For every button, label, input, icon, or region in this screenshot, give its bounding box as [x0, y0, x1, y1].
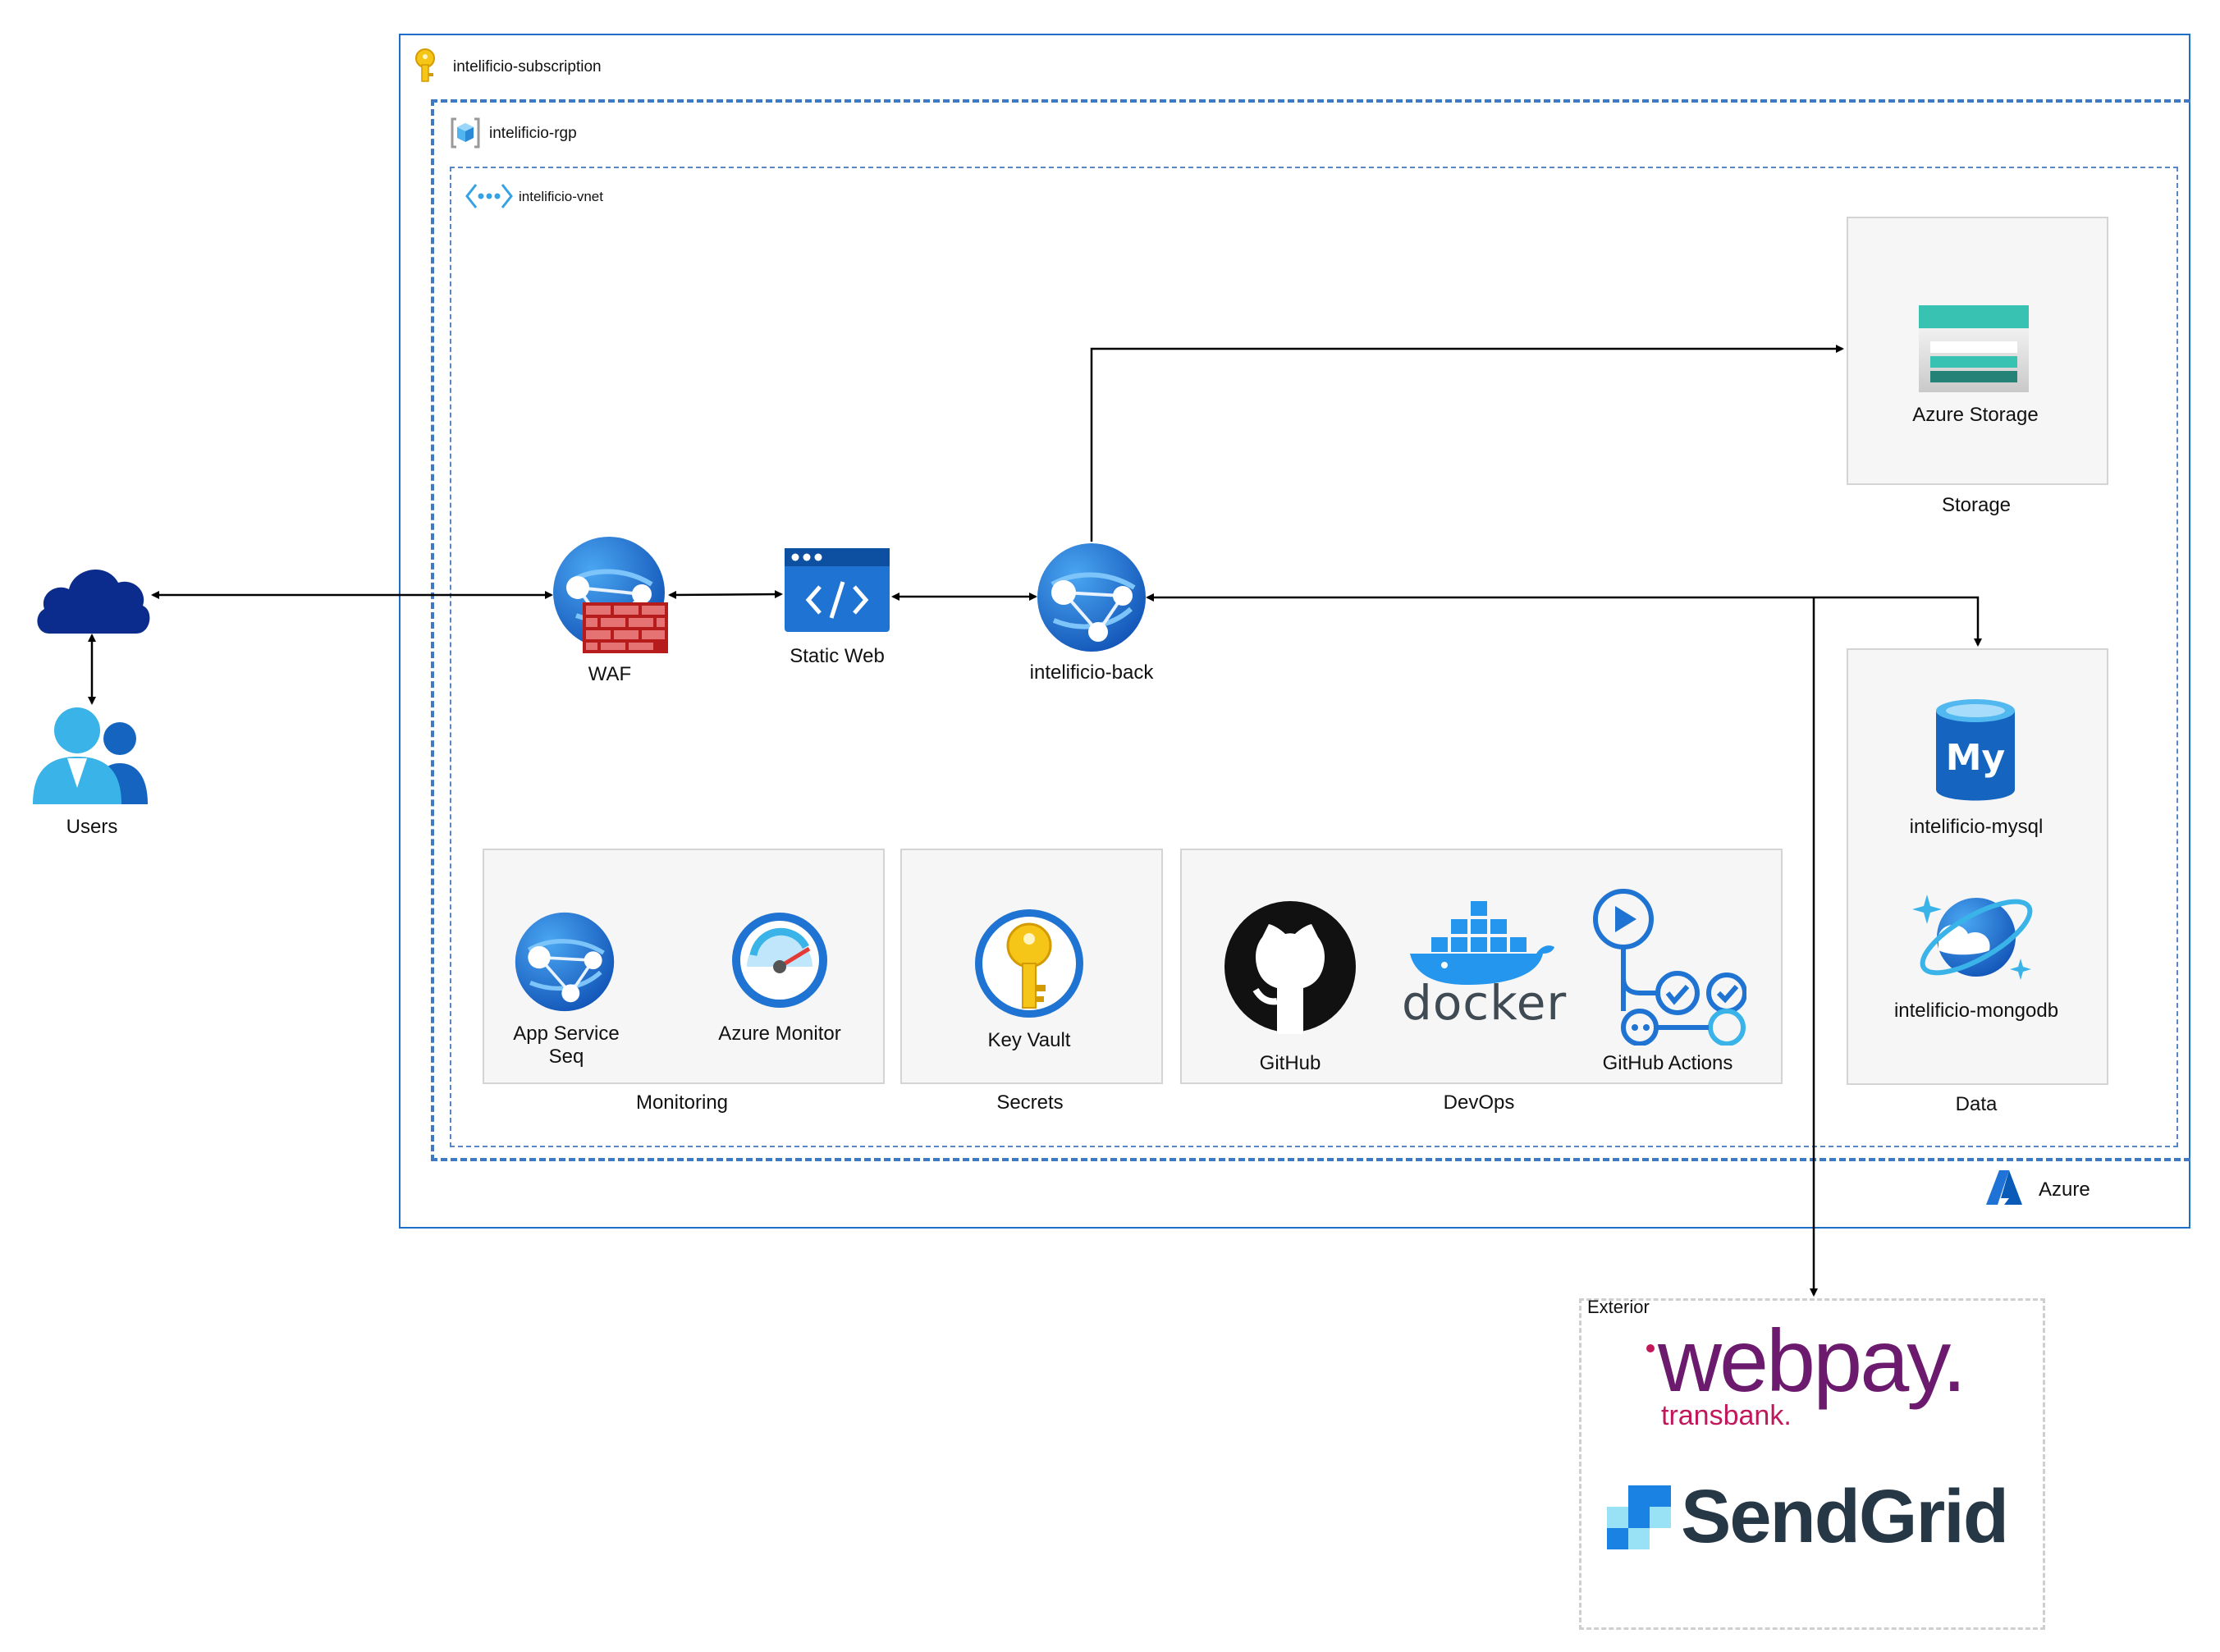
azure-monitor-icon	[732, 913, 827, 1008]
users-label: Users	[66, 816, 118, 838]
sendgrid-logo: SendGrid	[1681, 1475, 2009, 1558]
storage-group-label: Storage	[1941, 494, 2012, 516]
github-actions-label: GitHub Actions	[1602, 1052, 1733, 1074]
monitoring-group-label: Monitoring	[635, 1091, 729, 1114]
app-service-seq-label-line1: App Service	[513, 1023, 620, 1045]
backend-label: intelificio-back	[1029, 661, 1154, 684]
vnet-icon	[465, 184, 513, 208]
secrets-group-label: Secrets	[996, 1091, 1064, 1114]
github-actions-icon	[1593, 889, 1746, 1046]
resource-group-icon	[451, 117, 480, 149]
vnet-container	[450, 167, 2178, 1147]
app-service-seq-icon	[515, 912, 615, 1012]
mongodb-label: intelificio-mongodb	[1893, 1000, 2059, 1022]
resource-group-label: intelificio-rgp	[489, 125, 577, 142]
static-web-icon	[785, 548, 890, 632]
azure-logo-icon	[1986, 1170, 2022, 1205]
azure-storage-icon	[1919, 305, 2029, 392]
static-web-label: Static Web	[790, 645, 885, 667]
webpay-logo: webpay.	[1658, 1311, 1966, 1410]
app-service-seq-label-line2: Seq	[548, 1046, 584, 1068]
backend-data-connector	[1146, 593, 1982, 647]
key-icon	[415, 48, 435, 82]
resource-group-container	[431, 99, 2190, 1161]
azure-storage-label: Azure Storage	[1912, 404, 2039, 426]
waf-icon	[553, 537, 668, 653]
docker-logo-text: docker	[1402, 975, 1568, 1031]
github-icon	[1224, 901, 1356, 1034]
backend-storage-connector	[1090, 345, 1844, 542]
waf-staticweb-connector	[668, 590, 783, 599]
key-vault-label: Key Vault	[987, 1029, 1071, 1051]
devops-group-label: DevOps	[1443, 1091, 1515, 1114]
sendgrid-mark-icon	[1607, 1485, 1671, 1549]
data-group	[1847, 648, 2108, 1085]
users-icon	[33, 707, 148, 804]
exterior-label: Exterior	[1587, 1297, 1650, 1317]
azure-monitor-label: Azure Monitor	[718, 1023, 841, 1045]
internet-cloud-icon	[37, 570, 150, 634]
transbank-logo: transbank.	[1661, 1400, 1792, 1431]
mongodb-icon	[1912, 895, 2033, 980]
github-label: GitHub	[1259, 1052, 1321, 1074]
mysql-label: intelificio-mysql	[1909, 816, 2044, 838]
subscription-container	[399, 34, 2190, 1229]
exterior-container	[1579, 1298, 2045, 1630]
docker-whale-icon	[1410, 901, 1554, 985]
backend-app-service-icon	[1037, 543, 1146, 652]
azure-label: Azure	[2039, 1178, 2090, 1201]
data-group-label: Data	[1955, 1093, 1998, 1115]
mysql-icon: My	[1936, 699, 2015, 801]
key-vault-icon	[975, 909, 1083, 1018]
svg-text:My: My	[1946, 737, 2005, 779]
webpay-dot-icon	[1646, 1344, 1655, 1352]
waf-label: WAF	[588, 663, 632, 685]
vnet-label: intelificio-vnet	[519, 189, 603, 204]
subscription-label: intelificio-subscription	[453, 58, 602, 76]
